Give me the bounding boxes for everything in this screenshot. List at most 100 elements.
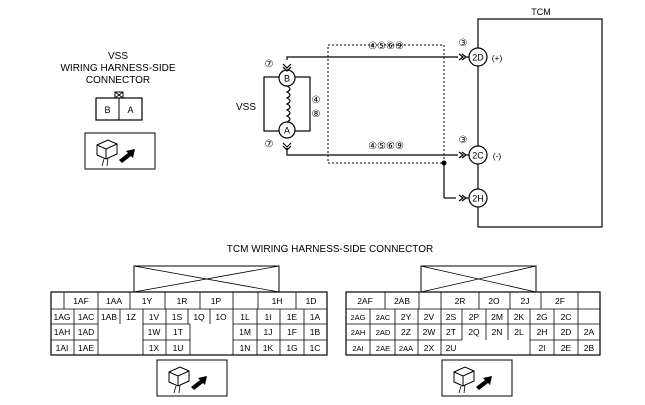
- left-r2-1l: 1L: [240, 312, 250, 322]
- right-harness-view-icon: [441, 359, 513, 397]
- tcm-connector-right: 2AF 2AB 2R 2O 2J 2F 2AG 2AC 2Y 2V 2S 2P …: [345, 265, 601, 397]
- tcm-box: [477, 18, 603, 228]
- vss-terminal-b: [278, 69, 296, 87]
- right-connector-body: [345, 291, 601, 356]
- vss-pin-b: B: [104, 105, 110, 115]
- vss-coil: [285, 85, 291, 123]
- left-r4-1c: 1C: [310, 343, 321, 353]
- left-r4-1ai: 1AI: [56, 343, 69, 353]
- right-r3-2z: 2Z: [401, 327, 411, 337]
- terminal-2c-polarity: (-): [493, 151, 502, 161]
- right-r2-2ac: 2AC: [376, 313, 391, 322]
- vss-a-chevron: [282, 142, 292, 151]
- left-r4-1ae: 1AE: [78, 343, 94, 353]
- vss-terminal-a: [278, 121, 296, 139]
- terminal-2c-label: 2C: [472, 151, 484, 161]
- shield-splice-dot: [441, 160, 447, 166]
- left-r2-1i: 1I: [264, 312, 271, 322]
- left-r1-1y: 1Y: [142, 296, 153, 306]
- vss-ref-coil-top: ④: [312, 95, 321, 106]
- left-r2-1q: 1Q: [193, 312, 205, 322]
- vss-title-line-3: CONNECTOR: [86, 75, 150, 86]
- left-r1-1h: 1H: [272, 296, 283, 306]
- right-r1-2f: 2F: [555, 296, 565, 306]
- terminal-2d-label: 2D: [472, 53, 484, 63]
- right-r3-2l: 2L: [514, 327, 524, 337]
- tcm-terminal-2c: 2C (-) ③: [459, 135, 502, 165]
- vss-pin-a: A: [127, 105, 133, 115]
- tcm-connector-title: TCM WIRING HARNESS-SIDE CONNECTOR: [227, 244, 434, 255]
- right-r4-2i: 2I: [538, 343, 545, 353]
- right-r4-2x: 2X: [424, 343, 435, 353]
- wire-ref-top: ④⑤⑥⑨: [368, 41, 404, 52]
- left-r4-1u: 1U: [173, 343, 184, 353]
- left-r1-1p: 1P: [211, 296, 222, 306]
- vss-connector-group: VSS WIRING HARNESS-SIDE CONNECTOR B A: [60, 51, 176, 170]
- right-r3-2t: 2T: [446, 327, 456, 337]
- wire-signal-plus: [286, 56, 458, 60]
- left-r2-1v: 1V: [149, 312, 160, 322]
- right-r1-2af: 2AF: [357, 296, 373, 306]
- left-r2-1o: 1O: [215, 312, 227, 322]
- right-r2-2v: 2V: [424, 312, 435, 322]
- right-r3-2h: 2H: [537, 327, 548, 337]
- terminal-2h-label: 2H: [472, 194, 484, 204]
- right-r2-2p: 2P: [469, 312, 480, 322]
- tcm-terminal-2h: 2H: [458, 188, 488, 208]
- right-r4-2e: 2E: [561, 343, 572, 353]
- right-r1-2o: 2O: [488, 296, 500, 306]
- right-r2-2g: 2G: [536, 312, 547, 322]
- left-r4-1g: 1G: [286, 343, 297, 353]
- tcm-terminal-2d: 2D (+) ③: [459, 38, 503, 67]
- vss-sensor-label: VSS: [236, 102, 256, 113]
- vss-sensor: VSS B A ⑦ ⑦ ④ ⑧: [236, 59, 321, 151]
- vss-terminal-b-label: B: [284, 74, 290, 84]
- left-r3-1m: 1M: [239, 327, 251, 337]
- left-harness-view-icon: [156, 359, 228, 397]
- left-r2-1ac: 1AC: [78, 312, 95, 322]
- tcm-connector-left: 1AF 1AA 1Y 1R 1P 1H 1D 1AG 1AC 1AB 1Z 1V…: [50, 265, 328, 397]
- left-r2-1s: 1S: [172, 312, 183, 322]
- vss-ref-b: ⑦: [265, 59, 274, 70]
- vss-ref-a: ⑦: [265, 139, 274, 150]
- right-r3-2d: 2D: [561, 327, 572, 337]
- left-r2-1ag: 1AG: [53, 312, 70, 322]
- terminal-2c-ref: ③: [459, 135, 468, 146]
- left-r3-1w: 1W: [148, 327, 161, 337]
- left-r2-1z: 1Z: [126, 312, 136, 322]
- right-r1-2ab: 2AB: [394, 296, 410, 306]
- left-r4-1k: 1K: [263, 343, 274, 353]
- terminal-2d-ref: ③: [459, 38, 468, 49]
- left-r1-1aa: 1AA: [106, 296, 122, 306]
- left-r3-1f: 1F: [287, 327, 297, 337]
- shield-boundary: [327, 44, 445, 164]
- right-r4-2aa: 2AA: [399, 344, 413, 353]
- left-connector-body: [50, 291, 328, 356]
- left-r4-1n: 1N: [240, 343, 251, 353]
- left-r1-1d: 1D: [306, 296, 317, 306]
- right-r2-2s: 2S: [446, 312, 457, 322]
- right-r4-2u: 2U: [446, 343, 457, 353]
- harness-view-icon: [84, 132, 156, 170]
- vss-b-chevron: [282, 63, 292, 72]
- vss-ref-coil-bottom: ⑧: [312, 109, 321, 120]
- left-r2-1e: 1E: [287, 312, 298, 322]
- vss-title-line-1: VSS: [108, 51, 128, 62]
- left-r3-1j: 1J: [264, 327, 273, 337]
- right-r2-2ag: 2AG: [350, 313, 365, 322]
- right-r3-2ad: 2AD: [376, 328, 391, 337]
- left-r2-1a: 1A: [310, 312, 321, 322]
- right-r1-2r: 2R: [455, 296, 466, 306]
- left-r2-1ab: 1AB: [101, 312, 117, 322]
- right-r2-2k: 2K: [514, 312, 525, 322]
- right-r4-2ai: 2AI: [352, 344, 363, 353]
- right-r2-2c: 2C: [561, 312, 572, 322]
- right-r2-2y: 2Y: [401, 312, 412, 322]
- terminal-2d-polarity: (+): [492, 53, 503, 63]
- right-r2-2m: 2M: [491, 312, 503, 322]
- right-r3-2ah: 2AH: [351, 328, 366, 337]
- vss-title-line-2: WIRING HARNESS-SIDE: [60, 63, 175, 74]
- vss-terminal-a-label: A: [284, 126, 290, 136]
- right-r4-2ae: 2AE: [376, 344, 390, 353]
